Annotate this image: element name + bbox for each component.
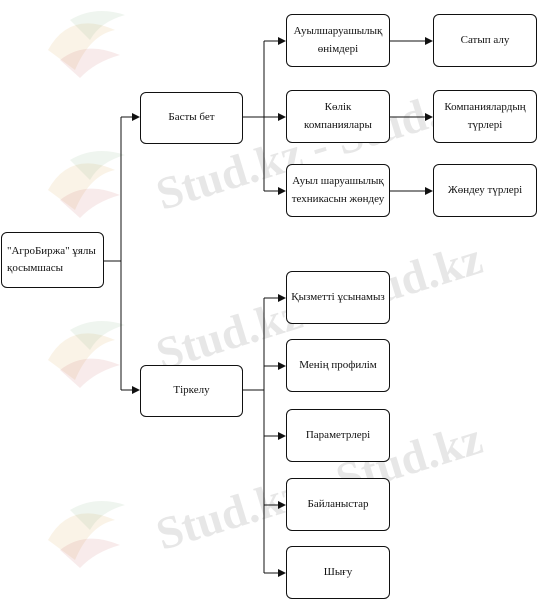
watermark-logo-icon [48, 321, 125, 388]
node-home: Басты бет [140, 92, 243, 144]
node-root: "АгроБиржа" ұялы қосымшасы [1, 232, 104, 288]
node-exit: Шығу [286, 546, 390, 599]
watermark-logo-icon [48, 11, 125, 78]
node-agri-products: Ауылшаруашылық өнімдері [286, 14, 390, 67]
node-parameters: Параметрлері [286, 409, 390, 462]
node-contacts: Байланыстар [286, 478, 390, 531]
node-repair-types: Жөндеу түрлері [433, 164, 537, 217]
node-my-profile: Менің профилім [286, 339, 390, 392]
node-buy: Сатып алу [433, 14, 537, 67]
node-company-types: Компаниялардың түрлері [433, 90, 537, 143]
node-tech-repair: Ауыл шаруашылық техникасын жөндеу [286, 164, 390, 217]
watermark-logo-icon [48, 151, 125, 218]
node-offer-service: Қызметті ұсынамыз [286, 271, 390, 324]
watermark-logo-icon [48, 501, 125, 568]
node-register: Тіркелу [140, 365, 243, 417]
node-transport: Көлік компаниялары [286, 90, 390, 143]
